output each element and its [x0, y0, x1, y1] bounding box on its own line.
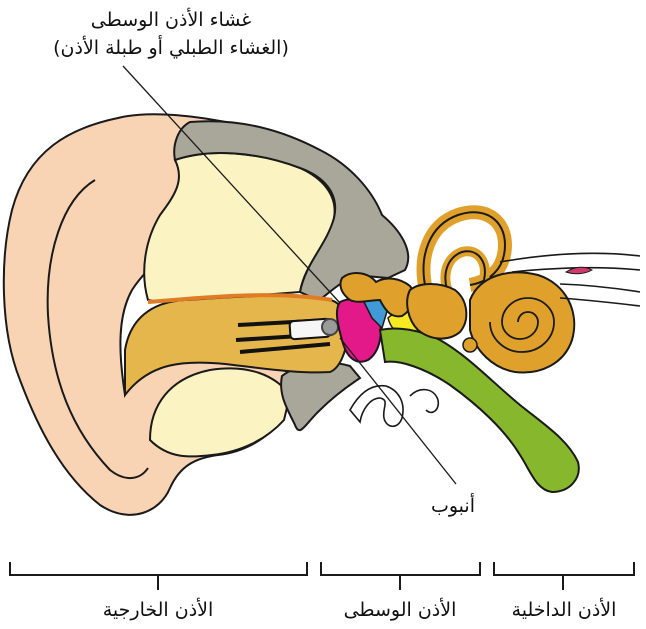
outer-ear-bracket [10, 562, 307, 590]
tube-label: أنبوب [418, 494, 488, 518]
middle-ear-bracket [321, 562, 480, 590]
middle-ear-label: الأذن الوسطى [330, 598, 470, 622]
inner-ear-bracket [494, 562, 634, 590]
eardrum-label-line1: غشاء الأذن الوسطى [58, 8, 284, 32]
mastoid-detail [350, 386, 403, 427]
eardrum-label-line2: (الغشاء الطبلي أو طبلة الأذن) [24, 36, 318, 60]
cochlea [463, 272, 574, 372]
mastoid-detail-2 [410, 390, 438, 413]
outer-ear-label: الأذن الخارجية [80, 598, 236, 622]
inner-ear-label: الأذن الداخلية [496, 598, 632, 622]
